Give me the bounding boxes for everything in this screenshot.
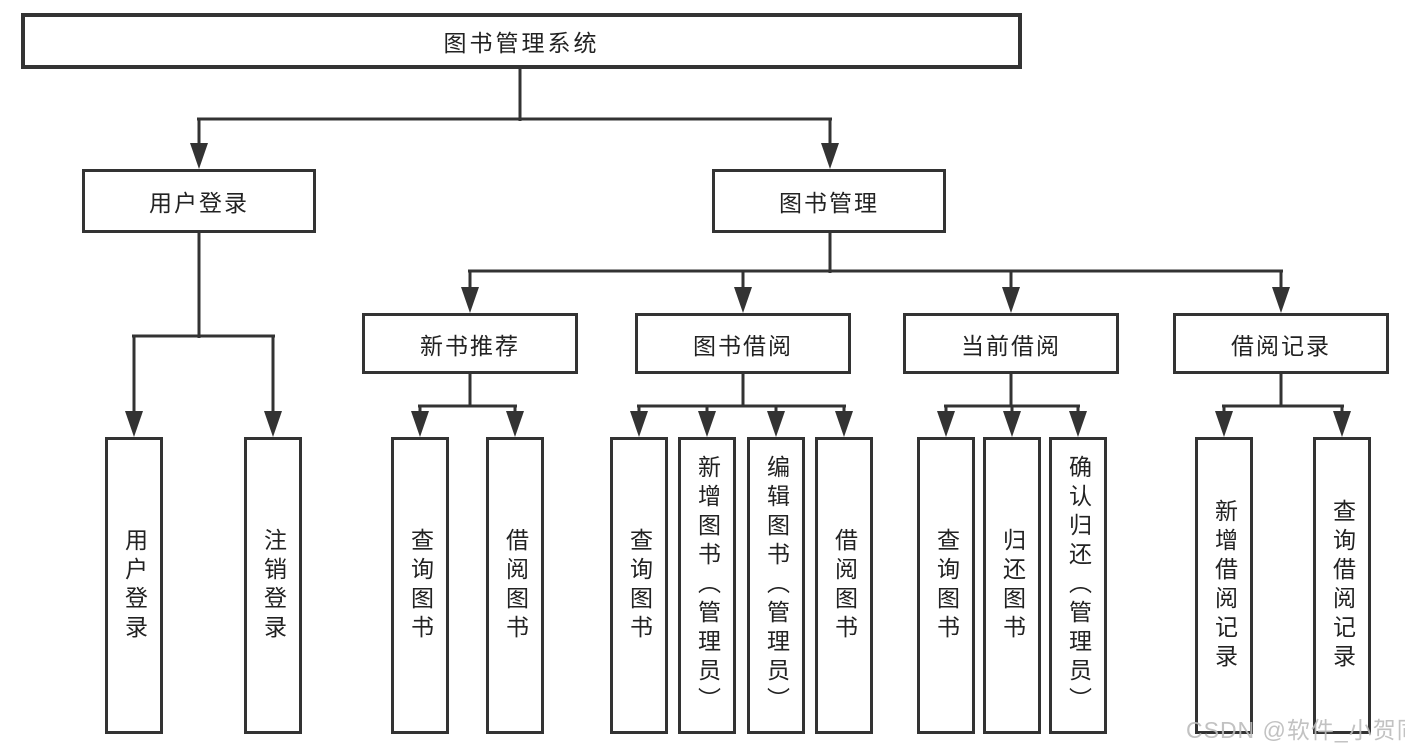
arrowhead-down-icon (190, 143, 208, 169)
node-label: 新增图书（管理员） (694, 455, 721, 716)
node-label: 借阅记录 (1231, 332, 1331, 359)
arrowhead-down-icon (411, 411, 429, 437)
arrowhead-down-icon (734, 287, 752, 313)
leaf-edit-book-admin: 编辑图书（管理员） (747, 437, 805, 734)
node-label: 编辑图书（管理员） (763, 455, 790, 716)
node-label: 图书管理系统 (443, 30, 600, 56)
arrowhead-down-icon (1069, 411, 1087, 437)
leaf-logout: 注销登录 (244, 437, 302, 734)
arrowhead-down-icon (1272, 287, 1290, 313)
node-label: 当前借阅 (961, 332, 1061, 359)
arrowhead-down-icon (1215, 411, 1233, 437)
arrowhead-down-icon (1003, 411, 1021, 437)
arrowhead-down-icon (937, 411, 955, 437)
node-user-login: 用户登录 (82, 169, 316, 233)
node-book-management: 图书管理 (712, 169, 946, 233)
arrowhead-down-icon (506, 411, 524, 437)
node-borrow-records: 借阅记录 (1173, 313, 1389, 374)
arrowhead-down-icon (698, 411, 716, 437)
leaf-query-books-current: 查询图书 (917, 437, 975, 734)
node-label: 查询图书 (933, 527, 960, 644)
leaf-query-books-borrow: 查询图书 (610, 437, 668, 734)
node-book-borrow: 图书借阅 (635, 313, 851, 374)
node-label: 借阅图书 (502, 527, 529, 644)
node-label: 查询借阅记录 (1329, 498, 1356, 673)
node-label: 图书管理 (779, 190, 879, 216)
arrowhead-down-icon (264, 411, 282, 437)
arrowhead-down-icon (821, 143, 839, 169)
leaf-borrow-books-2: 借阅图书 (815, 437, 873, 734)
node-library-management-system: 图书管理系统 (21, 13, 1022, 69)
arrowhead-down-icon (835, 411, 853, 437)
arrowhead-down-icon (1002, 287, 1020, 313)
node-label: 用户登录 (121, 527, 148, 644)
leaf-return-book: 归还图书 (983, 437, 1041, 734)
node-label: 归还图书 (999, 527, 1026, 644)
arrowhead-down-icon (125, 411, 143, 437)
leaf-add-borrow-record: 新增借阅记录 (1195, 437, 1253, 734)
node-label: 新增借阅记录 (1211, 498, 1238, 673)
leaf-query-borrow-record: 查询借阅记录 (1313, 437, 1371, 734)
node-label: 查询图书 (626, 527, 653, 644)
node-label: 查询图书 (407, 527, 434, 644)
arrowhead-down-icon (1333, 411, 1351, 437)
leaf-add-book-admin: 新增图书（管理员） (678, 437, 736, 734)
arrowhead-down-icon (630, 411, 648, 437)
node-label: 用户登录 (149, 190, 249, 216)
arrowhead-down-icon (767, 411, 785, 437)
node-label: 注销登录 (260, 527, 287, 644)
node-label: 确认归还（管理员） (1065, 455, 1092, 716)
node-label: 图书借阅 (693, 332, 793, 359)
node-label: 借阅图书 (831, 527, 858, 644)
arrowhead-down-icon (461, 287, 479, 313)
leaf-user-login: 用户登录 (105, 437, 163, 734)
leaf-query-books-recommend: 查询图书 (391, 437, 449, 734)
watermark-text: CSDN @软件_小贺同学 (1186, 717, 1405, 743)
leaf-borrow-books-recommend: 借阅图书 (486, 437, 544, 734)
node-label: 新书推荐 (420, 332, 520, 359)
node-current-borrow: 当前借阅 (903, 313, 1119, 374)
node-new-book-recommend: 新书推荐 (362, 313, 578, 374)
leaf-confirm-return-admin: 确认归还（管理员） (1049, 437, 1107, 734)
